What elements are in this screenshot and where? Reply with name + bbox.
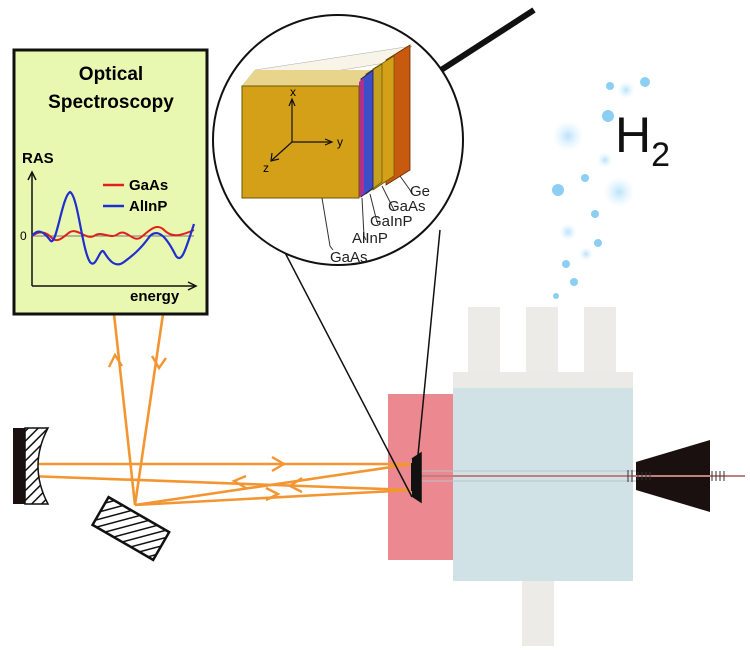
bubble bbox=[606, 82, 614, 90]
axis-y-label: y bbox=[337, 135, 343, 149]
layer-magenta bbox=[359, 78, 364, 198]
top-port-2 bbox=[526, 307, 558, 379]
h2-gas: H2 bbox=[552, 77, 670, 299]
h2-label: H2 bbox=[615, 107, 670, 174]
ras-axis-label: RAS bbox=[22, 150, 54, 167]
zoom-connector bbox=[279, 7, 536, 498]
top-port-1 bbox=[468, 307, 500, 379]
arrow-right-icon bbox=[265, 486, 281, 502]
reactor-chamber bbox=[388, 307, 745, 646]
bubble bbox=[640, 77, 650, 87]
arrow-up-icon bbox=[107, 352, 124, 368]
bottom-port bbox=[522, 581, 554, 646]
legend-gaas-label: GaAs bbox=[129, 177, 168, 194]
layer-label-gainp: GaInP bbox=[370, 213, 413, 230]
bubble bbox=[591, 210, 599, 218]
chamber-top-flange bbox=[453, 372, 633, 390]
bubble bbox=[594, 239, 602, 247]
magnified-sample: x y z GaAs AlInP GaInP GaAs Ge bbox=[212, 14, 464, 266]
axis-z-label: z bbox=[263, 161, 269, 175]
chamber-body bbox=[453, 388, 633, 581]
arrow-left-icon bbox=[287, 477, 303, 494]
layer-label-ge: Ge bbox=[410, 183, 430, 200]
coordinate-axes bbox=[270, 97, 334, 162]
bubble bbox=[597, 152, 613, 168]
bubble bbox=[579, 247, 593, 261]
panel-title-line2: Spectroscopy bbox=[48, 92, 174, 113]
axis-x-label: x bbox=[290, 85, 296, 99]
bubble bbox=[602, 110, 614, 122]
zero-tick-label: 0 bbox=[20, 229, 27, 243]
arrow-right-icon bbox=[271, 455, 287, 473]
arrow-left-icon bbox=[231, 474, 247, 490]
bubble bbox=[559, 223, 577, 241]
layer-label-gaas-substrate: GaAs bbox=[330, 249, 368, 266]
alinp-curve bbox=[31, 190, 196, 266]
bubble bbox=[553, 293, 559, 299]
panel-title-line1: Optical bbox=[79, 64, 143, 85]
bubble bbox=[552, 120, 584, 152]
ras-plot: GaAs AlInP bbox=[27, 170, 198, 291]
light-beams bbox=[27, 313, 422, 507]
bubble bbox=[617, 81, 635, 99]
bubble bbox=[562, 260, 570, 268]
arrow-down-icon bbox=[150, 355, 167, 371]
bubble bbox=[570, 278, 578, 286]
bubble bbox=[603, 176, 635, 208]
layer-label-gaas: GaAs bbox=[388, 198, 426, 215]
concave-mirror bbox=[13, 427, 50, 505]
top-port-3 bbox=[584, 307, 616, 379]
bubble bbox=[552, 184, 564, 196]
bubble bbox=[581, 174, 589, 182]
flat-mirror bbox=[90, 495, 171, 562]
layer-label-alinp: AlInP bbox=[352, 230, 388, 247]
energy-axis-label: energy bbox=[130, 288, 180, 305]
legend-alinp-label: AlInP bbox=[129, 198, 167, 215]
spectroscopy-panel: Optical Spectroscopy RAS 0 energy GaAs A… bbox=[12, 48, 209, 316]
